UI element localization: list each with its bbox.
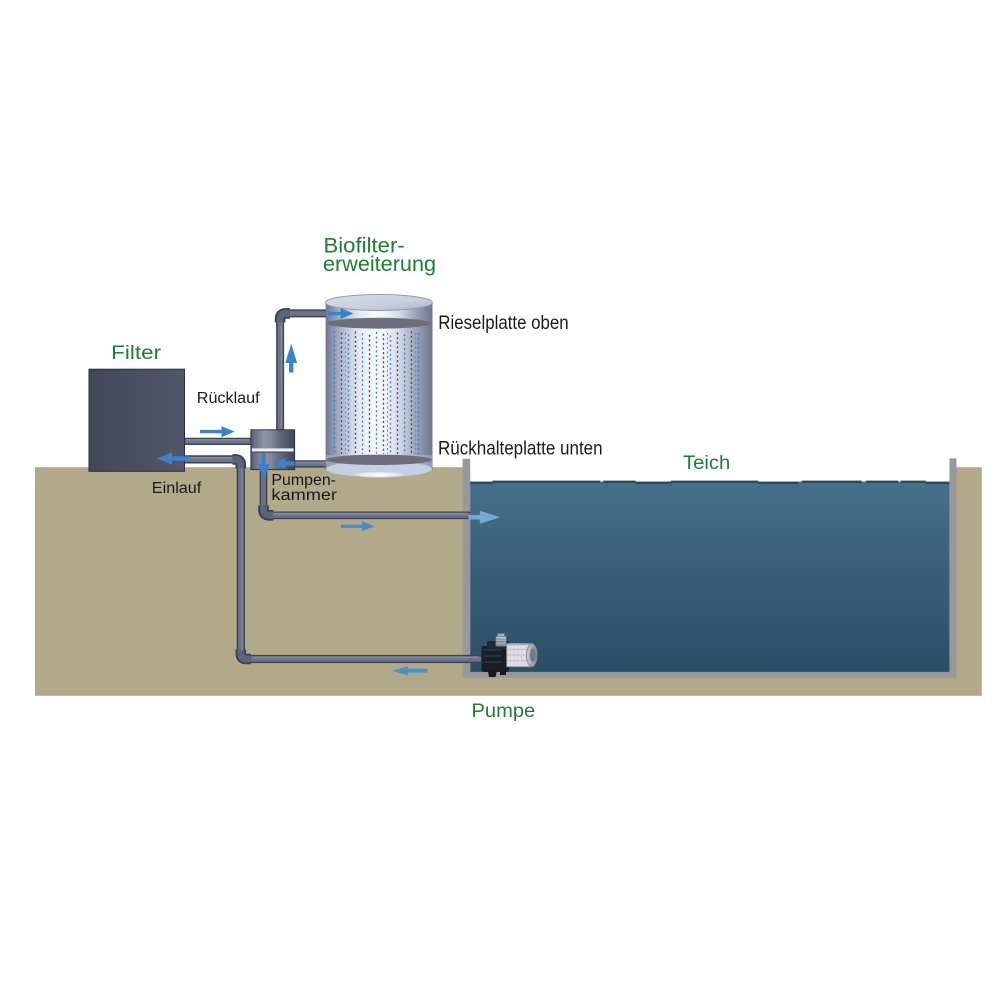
svg-text:kammer: kammer: [271, 487, 337, 504]
svg-text:erweiterung: erweiterung: [323, 252, 436, 276]
svg-text:Pumpe: Pumpe: [472, 700, 536, 722]
svg-text:Pumpen-: Pumpen-: [271, 472, 336, 489]
svg-text:Teich: Teich: [683, 452, 730, 474]
svg-text:Einlauf: Einlauf: [152, 480, 202, 497]
svg-text:Biofilter-: Biofilter-: [324, 234, 405, 258]
svg-text:Rücklauf: Rücklauf: [197, 390, 261, 407]
svg-text:Rückhalteplatte unten: Rückhalteplatte unten: [438, 437, 603, 459]
svg-text:Rieselplatte oben: Rieselplatte oben: [438, 312, 568, 334]
svg-text:Filter: Filter: [111, 342, 161, 364]
